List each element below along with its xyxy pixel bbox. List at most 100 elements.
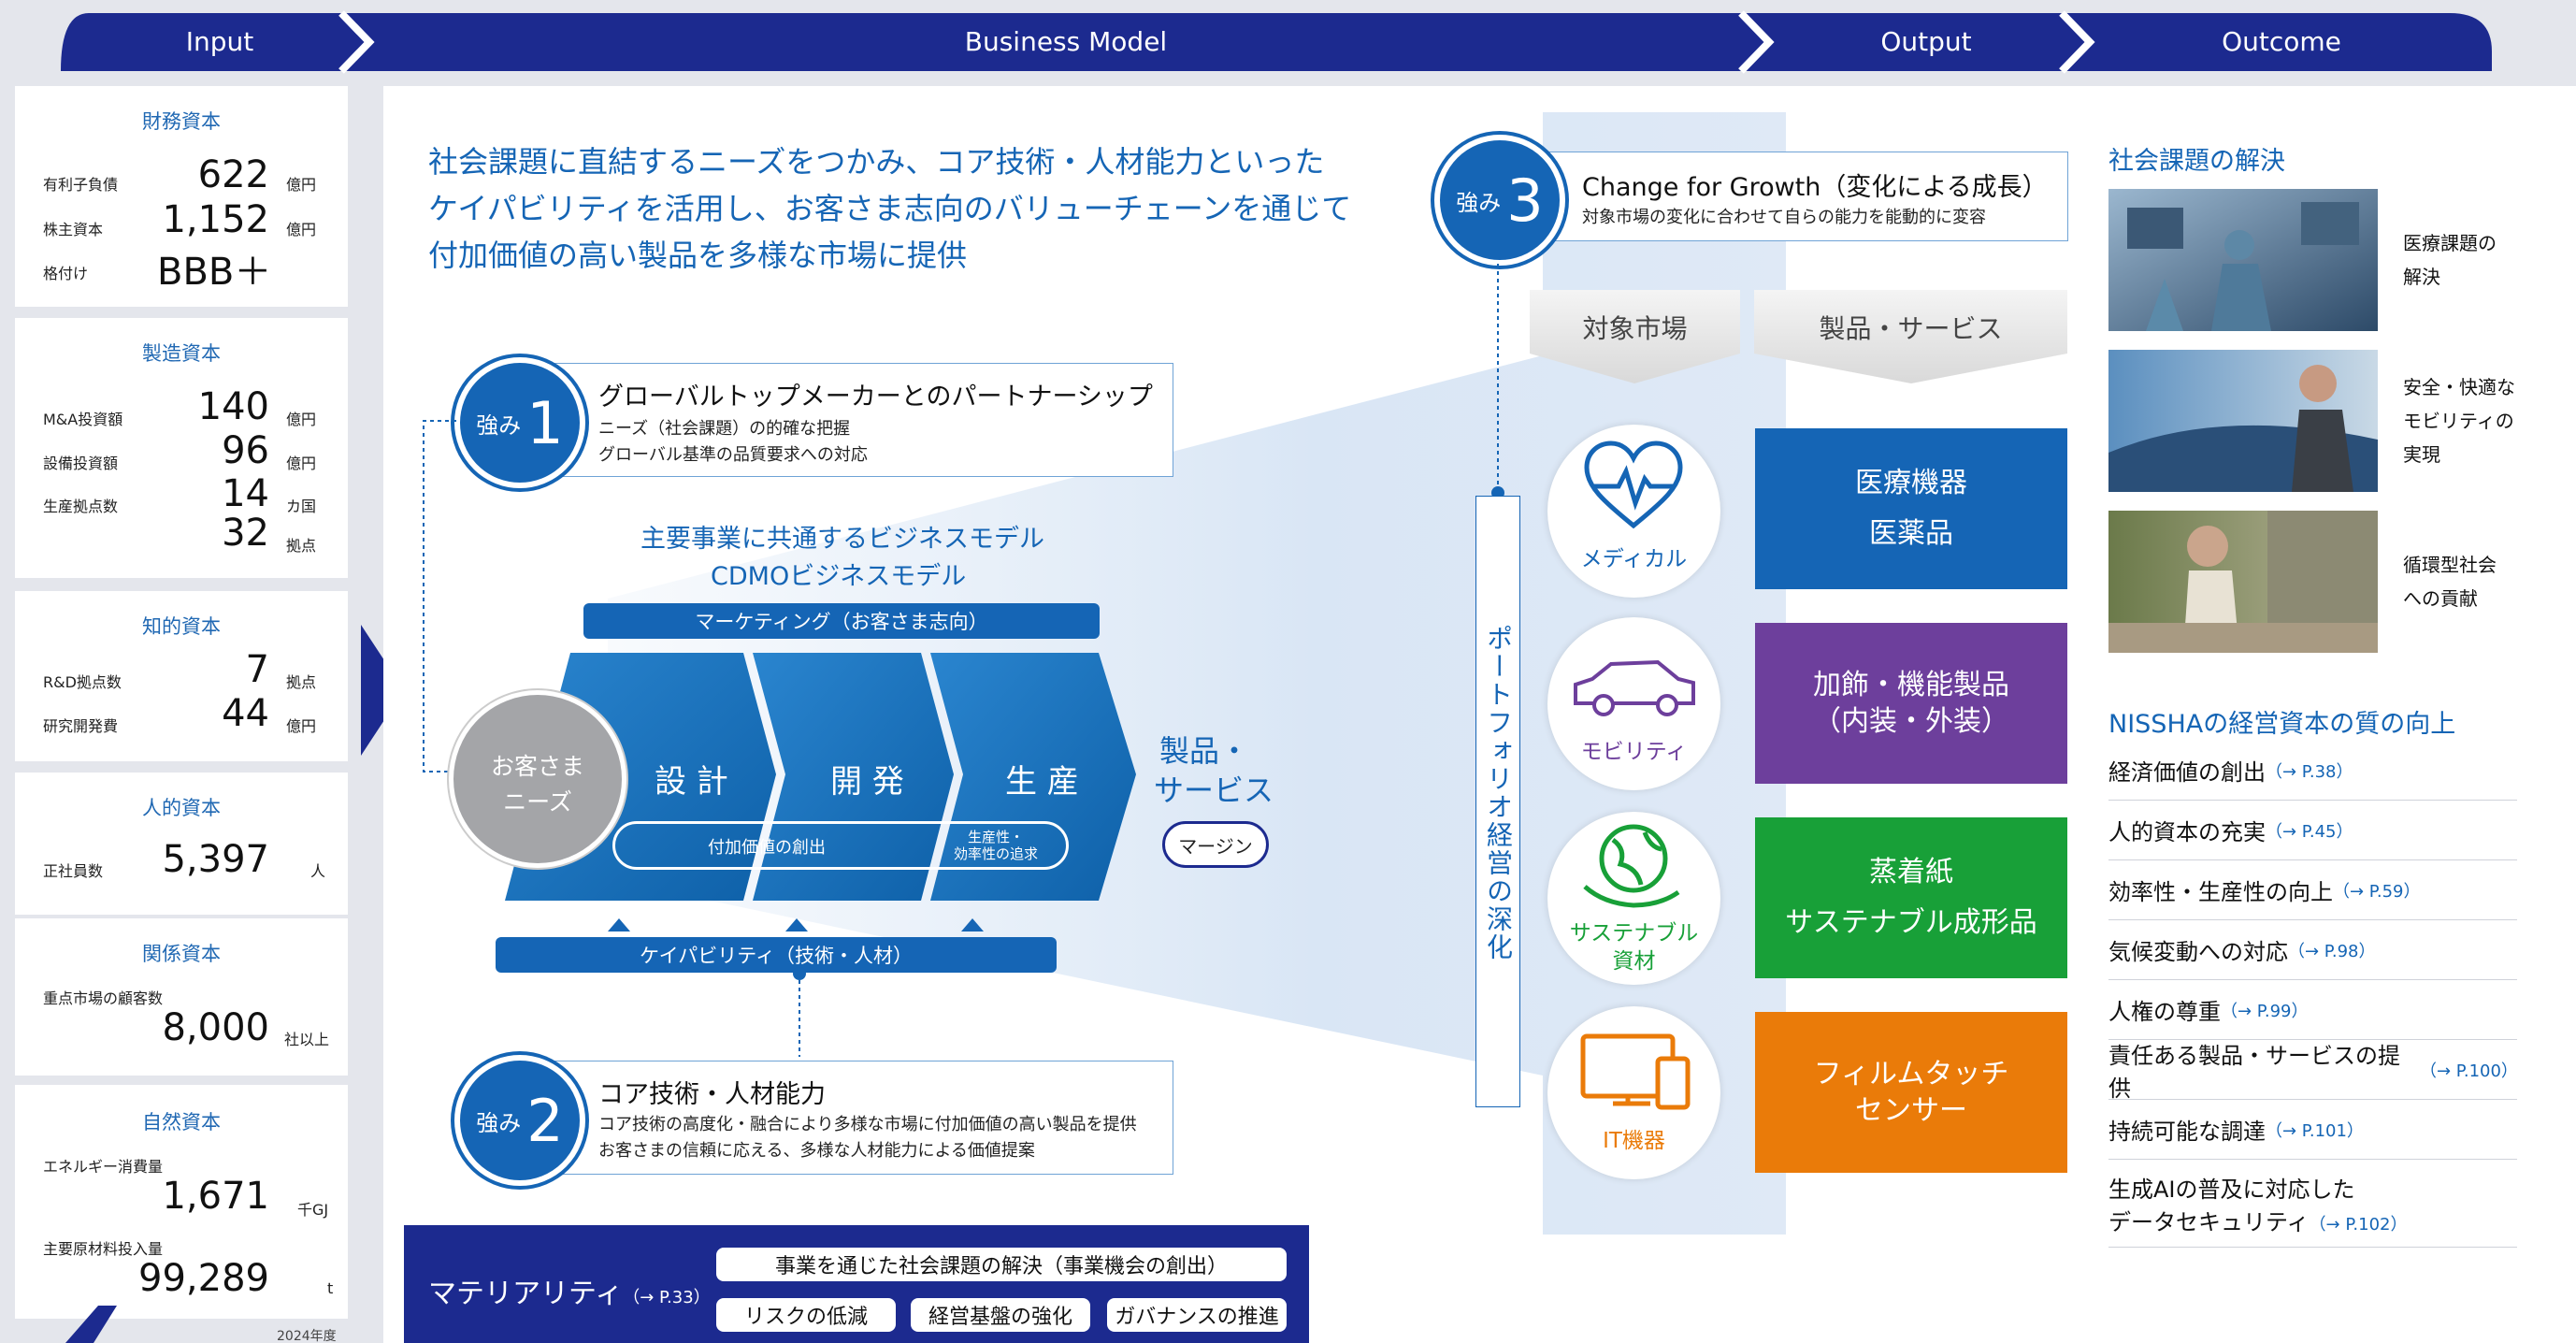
model-heading-2: CDMOビジネスモデル [711, 562, 967, 591]
header-input: Input [185, 25, 254, 57]
item-text-2: データセキュリティ [2108, 1208, 2310, 1235]
row-value: 99,289 [138, 1257, 269, 1300]
row-value: 140 [197, 385, 269, 428]
social-circular-text: 循環型社会 への貢献 [2403, 548, 2497, 615]
strength-3-title: Change for Growth（変化による成長） [1582, 173, 2048, 202]
product-it: フィルムタッチ センサー [1755, 1012, 2067, 1173]
model-heading-1: 主要事業に共通するビジネスモデル [640, 525, 1044, 554]
item-ref: （→ P.100） [2420, 1061, 2518, 1081]
row-value: 1,671 [162, 1175, 269, 1218]
card-relationship-capital: 関係資本 重点市場の顧客数 8,000 社以上 [15, 918, 348, 1076]
item-text: 責任ある製品・サービスの提供 [2108, 1042, 2400, 1102]
card-human-capital: 人的資本 正社員数 5,397 人 [15, 773, 348, 915]
item-text: 持続可能な調達 [2108, 1119, 2266, 1145]
row-unit: 千GJ [297, 1201, 329, 1219]
input-arrow-icon [361, 625, 404, 756]
product-service-label-1: 製品・ [1159, 733, 1250, 769]
fiscal-year-note: 2024年度 [277, 1329, 337, 1343]
strength-1-sub-2: グローバル基準の品質要求への対応 [598, 445, 868, 465]
text-line: への貢献 [2403, 587, 2478, 610]
text-line: モビリティの [2403, 410, 2514, 432]
productivity-label-1: 生産性・ [967, 829, 1024, 845]
strength-3-box [1496, 152, 2068, 241]
card-manufacturing-capital: 製造資本 M&A投資額 140 億円 設備投資額 96 億円 生産拠点数 14 … [15, 318, 348, 578]
value-creation-label: 付加価値の創出 [708, 838, 826, 858]
strength-3-connector [1491, 264, 1504, 499]
text-line: 循環型社会 [2403, 554, 2497, 576]
header-business-model: Business Model [964, 25, 1168, 57]
product-sustainable: 蒸着紙 サステナブル成形品 [1755, 817, 2067, 978]
materiality-risk: リスクの低減 [716, 1298, 896, 1332]
row-label: 生産拠点数 [43, 498, 119, 515]
market-label: モビリティ [1580, 740, 1688, 764]
market-medical: メディカル [1547, 425, 1720, 598]
product-line-2: （内装・外装） [1813, 705, 2009, 738]
card-intellectual-capital: 知的資本 R&D拠点数 7 拠点 研究開発費 44 億円 [15, 591, 348, 761]
item-ref: （→ P.102） [2309, 1214, 2408, 1235]
quality-item: 責任ある製品・サービスの提供 （→ P.100） [2108, 1040, 2518, 1102]
row-unit: 億円 [286, 455, 317, 472]
step-design: 設 計 [655, 763, 728, 801]
capital-quality-title: NISSHAの経営資本の質の向上 [2108, 710, 2456, 739]
badge-number: 2 [526, 1086, 564, 1155]
heart-pulse-icon [1584, 440, 1683, 529]
globe-leaf-icon [1583, 824, 1680, 908]
marketing-bar: マーケティング（お客さま志向） [583, 603, 1100, 639]
row-label: 正社員数 [43, 862, 104, 880]
portfolio-bar [1475, 496, 1520, 1107]
lead-line-2: ケイパビリティを活用し、お客さま志向のバリューチェーンを通じて [428, 191, 1352, 226]
strength-2-sub-1: コア技術の高度化・融合により多様な市場に付加価値の高い製品を提供 [598, 1115, 1137, 1134]
circular-society-photo [2108, 511, 2378, 653]
social-mobility-text: 安全・快適な モビリティの 実現 [2403, 370, 2515, 471]
item-ref: （→ P.38） [2266, 761, 2353, 782]
product-line-1: フィルムタッチ [1813, 1058, 2009, 1090]
product-service-label-2: サービス [1154, 773, 1274, 808]
row-label: 格付け [43, 265, 89, 282]
badge-label: 強み [476, 1109, 522, 1136]
materiality-ref: （→ P.33） [623, 1288, 711, 1307]
strength-3-sub: 対象市場の変化に合わせて自らの能力を能動的に変容 [1582, 208, 1986, 227]
product-medical: 医療機器 医薬品 [1755, 428, 2067, 589]
row-label: 有利子負債 [43, 176, 119, 194]
social-medical-text: 医療課題の 解決 [2403, 226, 2497, 294]
market-mobility: モビリティ [1547, 617, 1720, 790]
car-icon [1574, 659, 1695, 716]
productivity-label-2: 効率性の追求 [953, 845, 1038, 862]
strength-2-connector [793, 967, 806, 1057]
header-output: Output [1880, 25, 1972, 57]
capability-up-arrows [608, 918, 984, 931]
strength-2-sub-2: お客さまの信頼に応える、多様な人材能力による価値提案 [598, 1141, 1035, 1161]
row-unit: 億円 [286, 221, 317, 238]
row-value: 96 [222, 429, 269, 472]
social-issues-title: 社会課題の解決 [2108, 147, 2285, 176]
item-ref: （→ P.45） [2266, 821, 2353, 842]
item-text: 人的資本の充実 [2108, 819, 2266, 845]
materiality-top: 事業を通じた社会課題の解決（事業機会の創出） [716, 1248, 1287, 1281]
row-label: 株主資本 [43, 221, 104, 238]
text-line: 解決 [2403, 266, 2440, 288]
strength-1-box [524, 363, 1173, 477]
item-text: 効率性・生産性の向上 [2108, 879, 2333, 905]
item-text: 気候変動への対応 [2108, 939, 2288, 965]
text-line: 安全・快適な [2403, 376, 2515, 398]
row-value: 1,152 [162, 198, 269, 241]
market-label: メディカル [1580, 547, 1688, 571]
row-value: 32 [222, 512, 269, 555]
quality-item: 人的資本の充実（→ P.45） [2108, 801, 2517, 860]
card-title: 関係資本 [142, 943, 221, 965]
row-value: 5,397 [162, 838, 269, 881]
customer-needs-circle [449, 690, 626, 868]
lead-line-1: 社会課題に直結するニーズをつかみ、コア技術・人材能力といった [428, 144, 1325, 180]
step-production: 生 産 [1005, 763, 1079, 801]
row-unit: t [327, 1279, 334, 1297]
badge-number: 1 [526, 388, 564, 457]
row-label: M&A投資額 [43, 411, 123, 428]
row-label: 研究開発費 [43, 717, 119, 735]
row-unit: 拠点 [286, 537, 317, 555]
strength-2-title: コア技術・人材能力 [598, 1080, 826, 1109]
item-ref: （→ P.99） [2221, 1001, 2309, 1021]
margin-badge: マージン [1162, 821, 1269, 868]
market-label: IT機器 [1603, 1129, 1665, 1153]
